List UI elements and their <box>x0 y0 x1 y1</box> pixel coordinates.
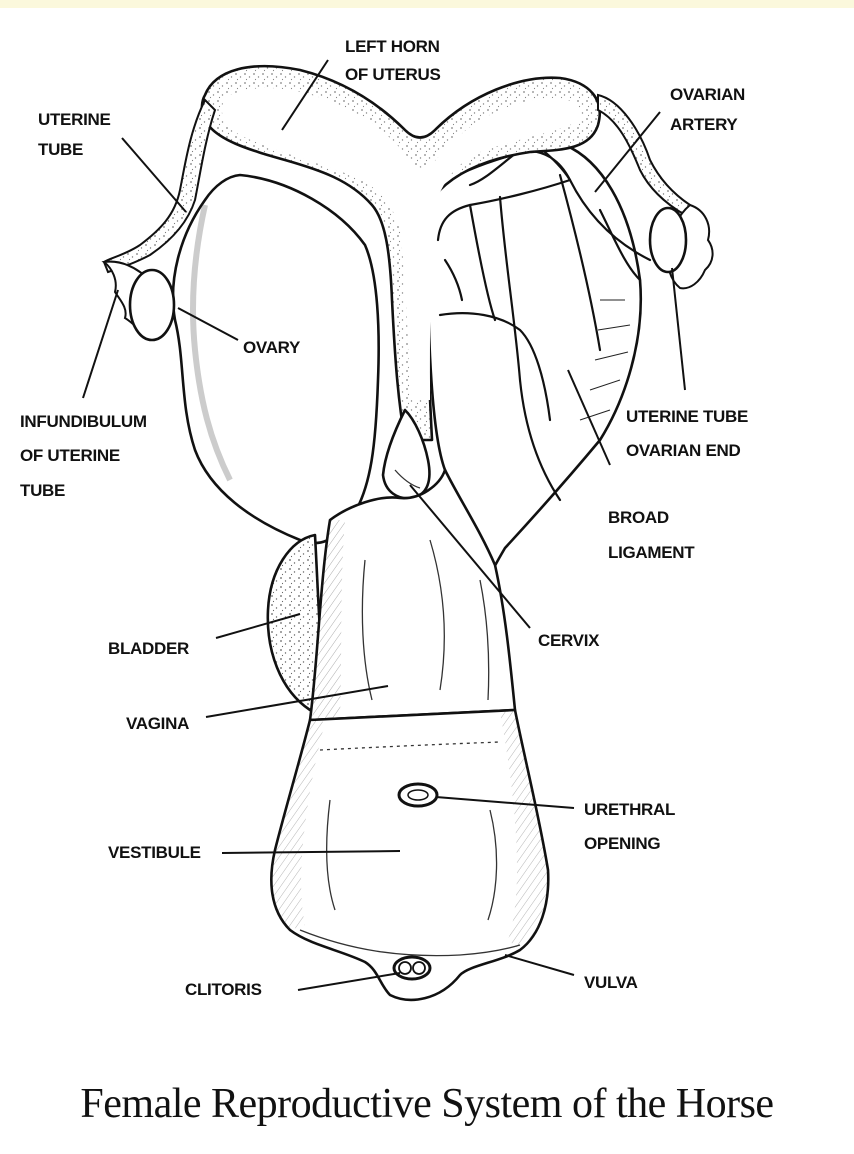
leader-infundibulum <box>83 290 118 398</box>
label-ovarian-artery: OVARIAN ARTERY <box>670 85 749 134</box>
label-left-horn: LEFT HORN OF UTERUS <box>345 37 444 84</box>
left-ovary <box>130 270 174 340</box>
leader-vulva <box>505 955 574 975</box>
right-ovary <box>650 208 686 272</box>
label-broad-ligament: BROAD LIGAMENT <box>608 508 695 562</box>
label-clitoris: CLITORIS <box>185 980 262 999</box>
label-infundibulum: INFUNDIBULUM OF UTERINE TUBE <box>20 412 151 500</box>
label-bladder: BLADDER <box>108 639 189 658</box>
urethral-opening-shape <box>399 784 437 806</box>
label-vestibule: VESTIBULE <box>108 843 201 862</box>
label-uterine-tube-ovarian-end: UTERINE TUBE OVARIAN END <box>626 407 752 460</box>
label-vulva: VULVA <box>584 973 638 992</box>
left-ovary-body <box>173 175 379 543</box>
label-vagina: VAGINA <box>126 714 189 733</box>
label-urethral-opening: URETHRAL OPENING <box>584 800 679 853</box>
label-uterine-tube: UTERINE TUBE <box>38 110 115 159</box>
clitoris-shape <box>394 957 430 979</box>
label-ovary: OVARY <box>243 338 301 357</box>
horse-reproductive-diagram: LEFT HORN OF UTERUS UTERINE TUBE OVARIAN… <box>0 0 854 1060</box>
figure-caption: Female Reproductive System of the Horse <box>0 1080 854 1128</box>
leader-uterine-tube <box>122 138 186 212</box>
label-cervix: CERVIX <box>538 631 600 650</box>
